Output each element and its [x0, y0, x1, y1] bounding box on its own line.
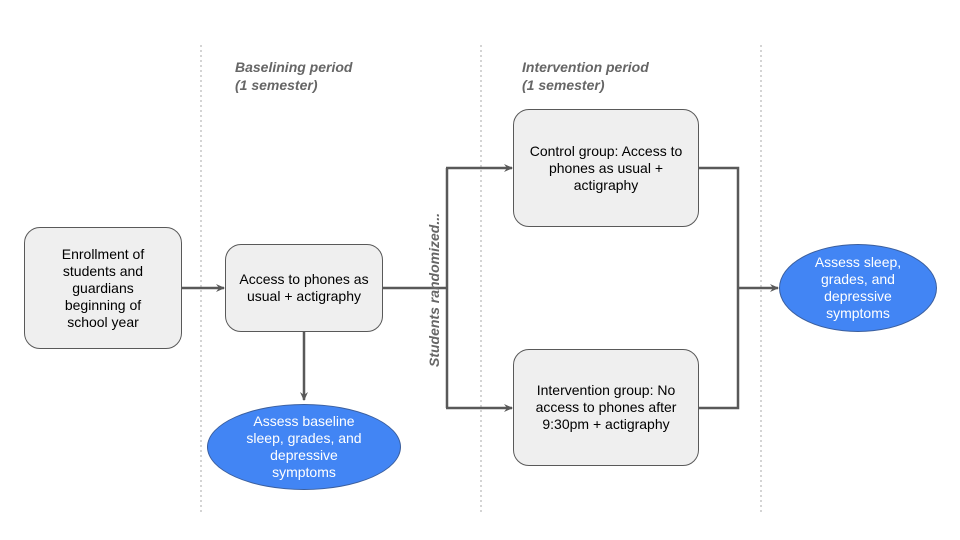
randomization-label: Students randomized...: [426, 212, 442, 368]
baseline-access-node: Access to phones as usual + actigraphy: [225, 244, 383, 332]
intervention-group-node: Intervention group: No access to phones …: [513, 349, 699, 466]
period-duration: (1 semester): [522, 77, 605, 93]
node-label: Assess sleep, grades, and depressive sym…: [814, 254, 902, 321]
node-label: Access to phones as usual + actigraphy: [239, 271, 369, 304]
merge-line: [699, 166, 740, 410]
enrollment-node: Enrollment of students and guardians beg…: [24, 227, 182, 349]
final-assessment-node: Assess sleep, grades, and depressive sym…: [779, 244, 937, 332]
node-label: Assess baseline sleep, grades, and depre…: [246, 413, 362, 480]
period-title: Intervention period: [522, 59, 649, 75]
period-title: Baselining period: [235, 59, 353, 75]
intervention-period-label: Intervention period (1 semester): [522, 58, 649, 94]
baselining-period-label: Baselining period (1 semester): [235, 58, 352, 94]
baseline-assessment-node: Assess baseline sleep, grades, and depre…: [207, 404, 401, 490]
control-group-node: Control group: Access to phones as usual…: [513, 109, 699, 227]
node-label: Enrollment of students and guardians beg…: [61, 245, 145, 330]
node-label: Control group: Access to phones as usual…: [529, 142, 683, 193]
period-duration: (1 semester): [235, 77, 318, 93]
node-label: Intervention group: No access to phones …: [535, 382, 677, 432]
